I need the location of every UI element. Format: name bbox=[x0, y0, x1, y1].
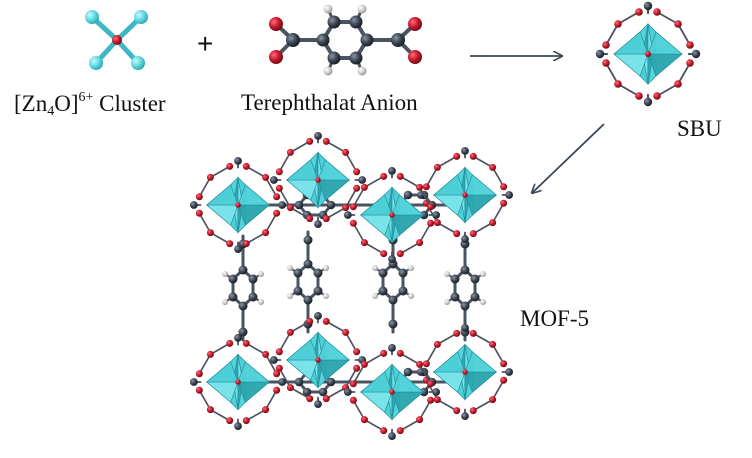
sbu-label: SBU bbox=[677, 116, 722, 141]
terephthalate-anion-icon bbox=[269, 4, 422, 76]
anion-label: Terephthalat Anion bbox=[241, 90, 418, 115]
arrow-down-left-icon bbox=[532, 123, 605, 193]
cluster-label: [Zn4O]6+ Cluster bbox=[14, 90, 166, 119]
sbu-icon bbox=[595, 1, 701, 107]
mof5-framework-icon bbox=[189, 131, 514, 441]
mof5-label: MOF-5 bbox=[520, 306, 590, 331]
plus-sign: + bbox=[197, 28, 214, 59]
zn4o-cluster-icon bbox=[85, 10, 148, 70]
